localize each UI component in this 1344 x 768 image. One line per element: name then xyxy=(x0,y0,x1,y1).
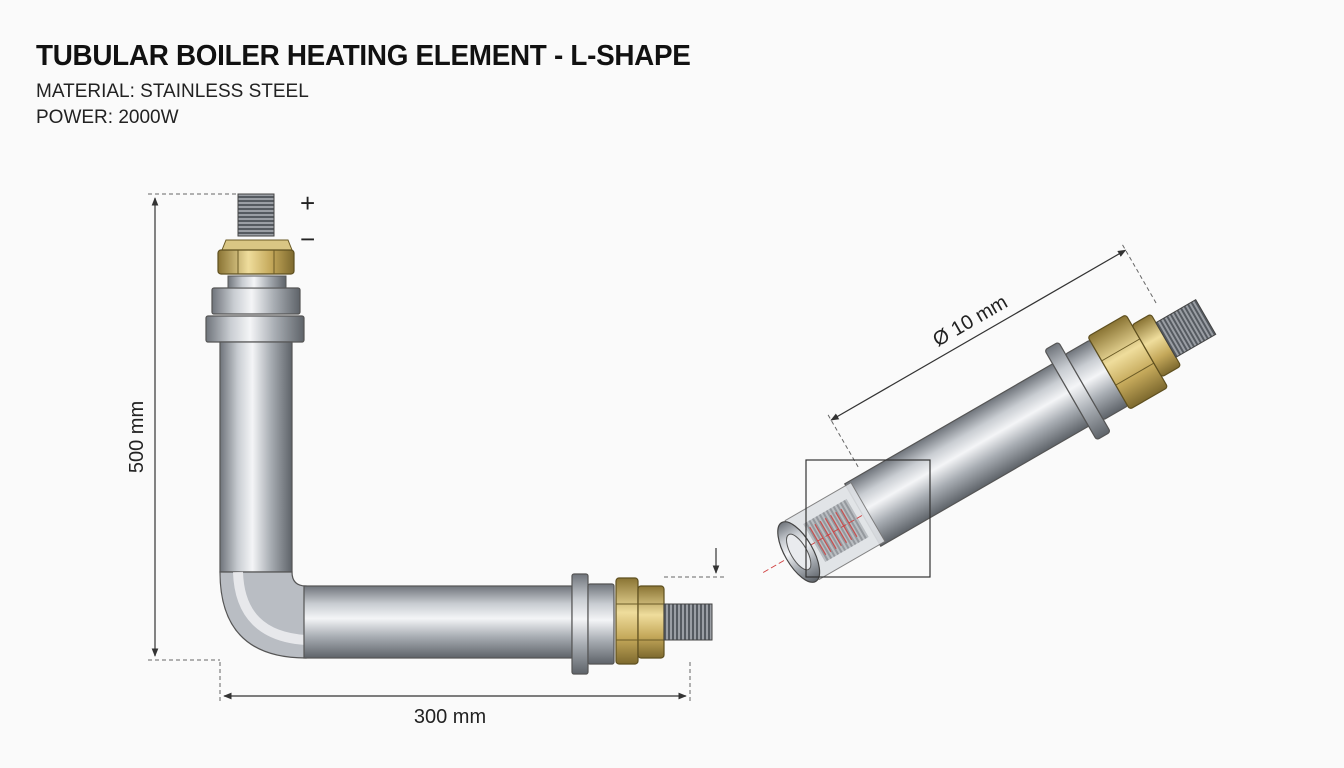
right-flange xyxy=(571,573,589,675)
power-spec: POWER: 2000W xyxy=(36,107,179,128)
negative-terminal-label: − xyxy=(300,224,315,254)
height-dimension: 500 mm xyxy=(126,193,238,661)
horizontal-tube xyxy=(303,585,573,659)
vertical-tube xyxy=(219,341,293,573)
top-thread xyxy=(237,193,275,237)
height-label: 500 mm xyxy=(126,401,148,473)
right-nut xyxy=(615,577,639,665)
top-nut xyxy=(217,249,295,275)
length-label: 300 mm xyxy=(414,706,486,728)
thread-dimension xyxy=(664,548,724,578)
drawing-title: TUBULAR BOILER HEATING ELEMENT - L-SHAPE xyxy=(36,40,691,72)
top-collar xyxy=(211,287,301,315)
positive-terminal-label: + xyxy=(300,188,315,218)
tube-bend xyxy=(219,571,307,659)
diameter-label: Ø 10 mm xyxy=(929,291,1011,351)
center-axis xyxy=(762,514,864,573)
title-block: TUBULAR BOILER HEATING ELEMENT - L-SHAPE… xyxy=(36,40,718,131)
detail-inset-frame xyxy=(805,459,931,578)
angled-element-view: Ø 10 mm xyxy=(762,244,1217,583)
top-washer xyxy=(221,239,293,251)
l-shape-element xyxy=(205,193,713,675)
top-flange xyxy=(205,315,305,343)
diameter-dimension-line xyxy=(830,249,1127,421)
length-dimension: 300 mm xyxy=(219,662,691,728)
right-collar xyxy=(587,583,615,665)
material-spec: MATERIAL: STAINLESS STEEL xyxy=(36,81,309,102)
angled-thread xyxy=(1155,298,1217,359)
right-thread xyxy=(663,603,713,641)
